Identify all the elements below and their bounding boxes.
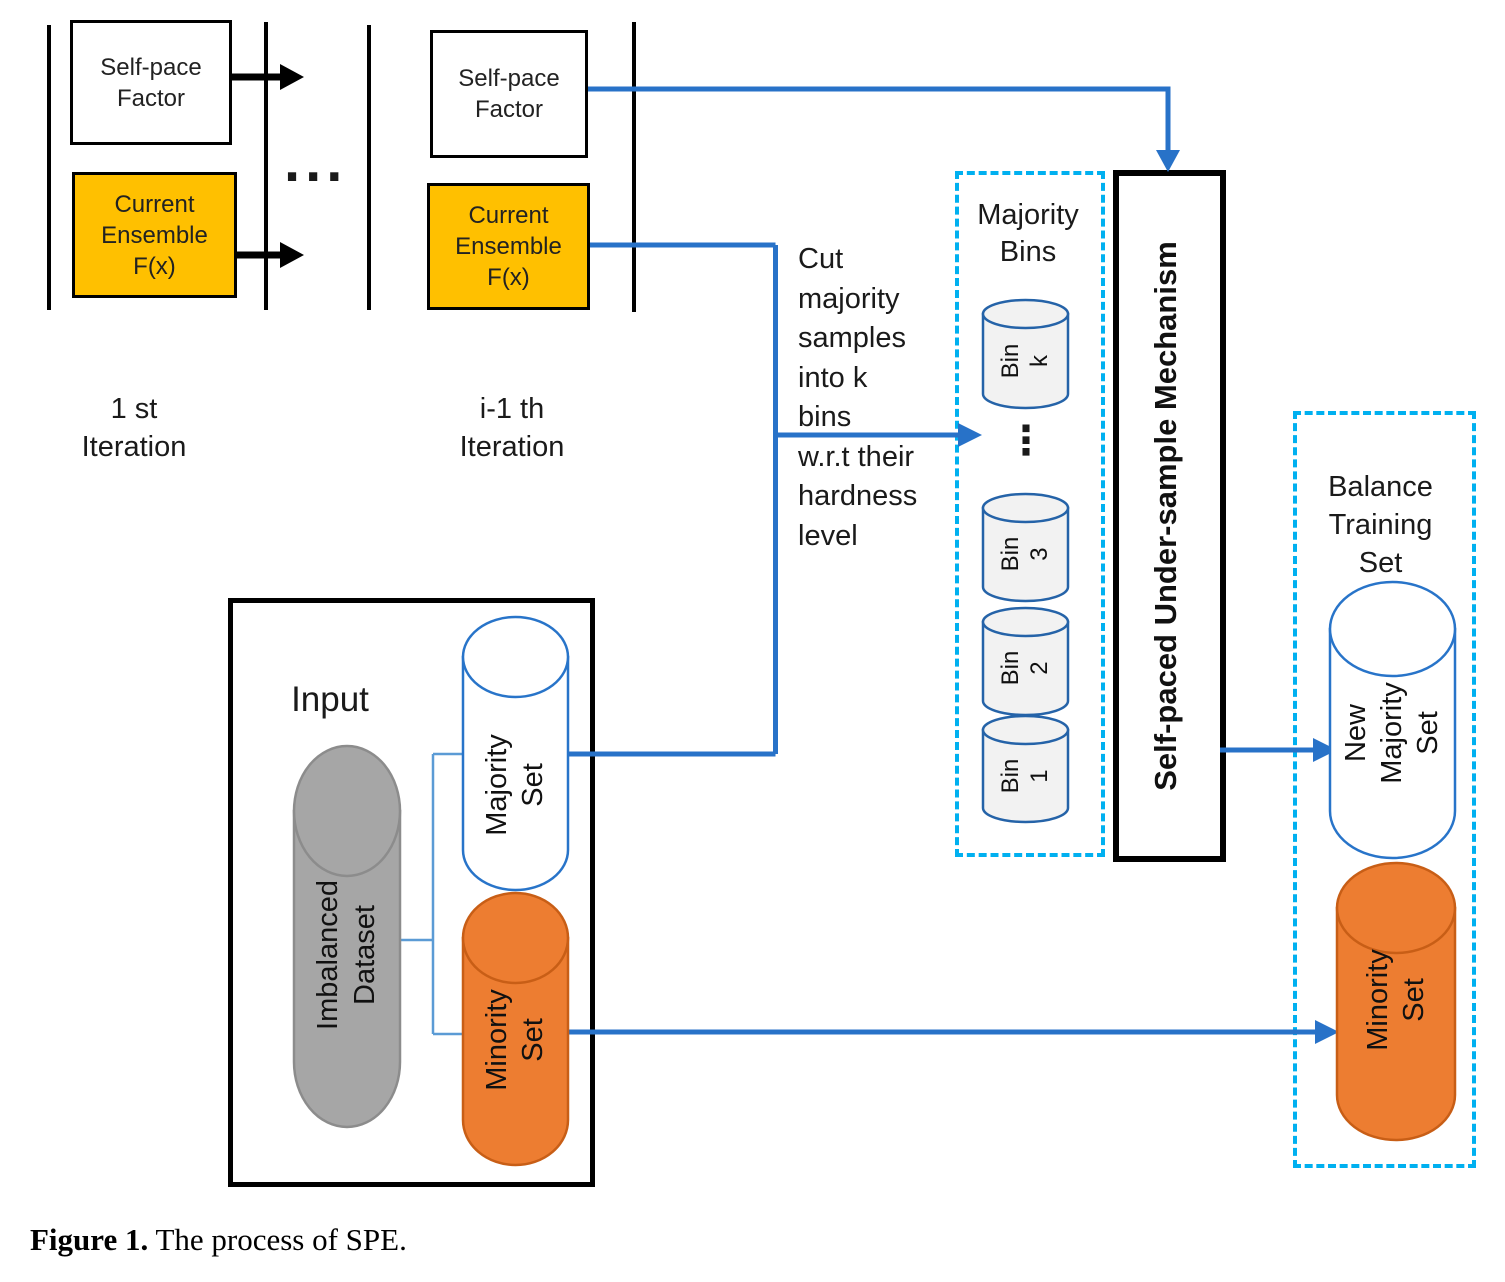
bin-1-cylinder (981, 714, 1070, 824)
iteration-1-label: 1 st Iteration (81, 393, 187, 463)
balance-training-set-title: Balance Training Set (1328, 471, 1433, 579)
iterations-ellipsis: ... (284, 129, 348, 194)
figure-caption-tag: Figure 1. (30, 1222, 149, 1257)
dataset-split-connector (400, 752, 464, 1036)
bin-2-cylinder (981, 606, 1070, 717)
imbalanced-dataset-label: Imbalanced Dataset (312, 880, 381, 1030)
current-ensemble-box-2: Current Ensemble F(x) (427, 183, 590, 310)
ensemble-arrow-1-head (280, 242, 304, 268)
majority-bins-title: Majority Bins (977, 199, 1079, 268)
self-pace-arrow-1-head (280, 64, 304, 90)
bin-k-cylinder (981, 298, 1070, 410)
majority-bins-dashed-frame (955, 171, 1105, 857)
cut-majority-note: Cut majority samples into k bins w.r.t t… (798, 243, 918, 552)
minority-set-label: Minority Set (481, 989, 549, 1091)
input-frame (228, 598, 595, 1187)
majority-to-bins-arrowhead (958, 423, 982, 447)
new-majority-set-cylinder (1328, 580, 1457, 860)
under-sample-mechanism-box (1113, 170, 1226, 862)
figure-caption: Figure 1. The process of SPE. (30, 1222, 407, 1258)
balance-training-set-dashed-frame (1293, 411, 1476, 1168)
majority-to-bins-line (568, 242, 960, 757)
bin-3-cylinder (981, 492, 1070, 603)
input-title: Input (291, 680, 369, 719)
current-ensemble-box-1: Current Ensemble F(x) (72, 172, 237, 298)
balance-minority-set-cylinder (1335, 861, 1457, 1142)
self-pace-factor-box-1: Self-pace Factor (70, 20, 232, 145)
balance-minority-set-label: Minority Set (1362, 949, 1430, 1051)
figure-caption-text: The process of SPE. (148, 1222, 407, 1257)
imbalanced-dataset-cylinder (292, 744, 402, 1129)
under-sample-mechanism-label: Self-paced Under-sample Mechanism (1148, 241, 1183, 791)
minority-to-balance-arrowhead (1315, 1020, 1339, 1044)
bin-1-label: Bin 1 (997, 758, 1053, 794)
self-pace-factor-box-2: Self-pace Factor (430, 30, 588, 158)
bins-ellipsis: ⋮ (1006, 419, 1046, 463)
majority-set-cylinder (461, 615, 570, 892)
self-pace-to-mechanism-line (588, 86, 1171, 152)
mechanism-to-new-majority-arrowhead (1313, 738, 1337, 762)
iteration-prev-label: i-1 th Iteration (459, 393, 565, 463)
self-pace-to-mechanism-arrowhead (1156, 150, 1180, 172)
minority-set-cylinder (461, 891, 570, 1167)
